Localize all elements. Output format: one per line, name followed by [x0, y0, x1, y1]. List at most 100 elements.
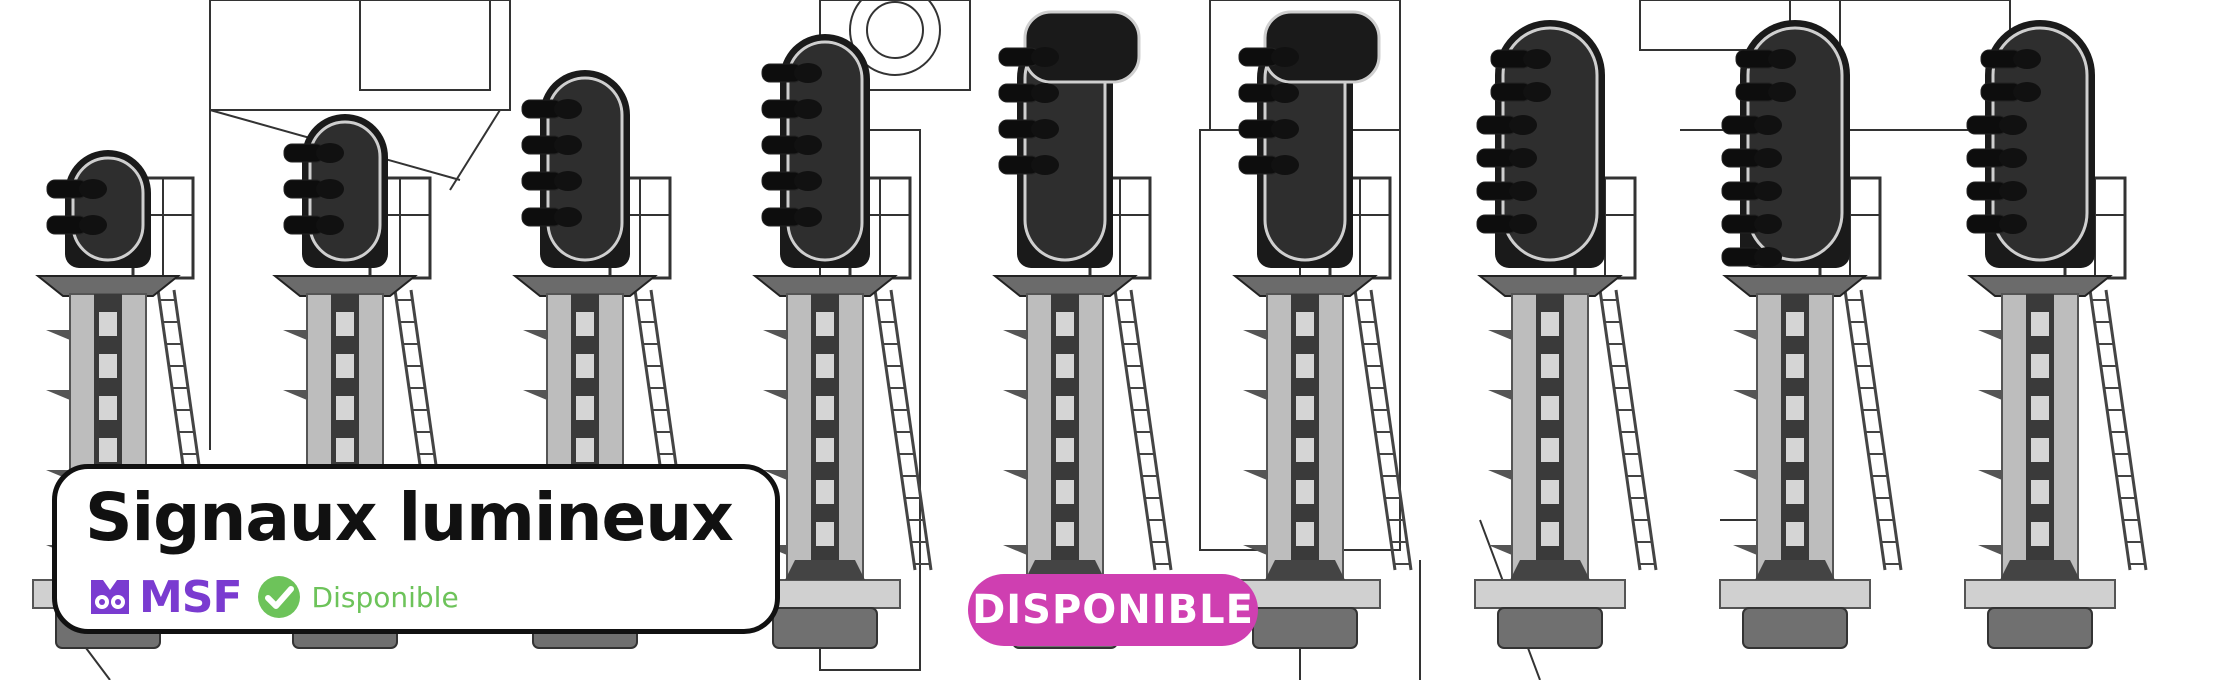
pillar-window [99, 312, 117, 336]
lamp [554, 207, 582, 227]
background-sketch-wheel [849, 0, 941, 76]
base-cylinder [772, 607, 878, 649]
bracket [1978, 545, 2002, 555]
bracket [46, 330, 70, 340]
lamp [794, 171, 822, 191]
pillar-window [1541, 438, 1559, 462]
brand-name: MSF [139, 571, 243, 623]
pillar-window [576, 396, 594, 420]
pillar-window [1786, 480, 1804, 504]
bracket [1003, 545, 1027, 555]
platform [1722, 275, 1868, 297]
bracket [1488, 545, 1512, 555]
pillar-window [336, 312, 354, 336]
pillar-window [1541, 354, 1559, 378]
lamp [794, 63, 822, 83]
bracket [1003, 390, 1027, 400]
pillar-window [1056, 312, 1074, 336]
status-label: Disponible [311, 580, 459, 614]
pillar-window [2031, 396, 2049, 420]
signal-plate [71, 156, 145, 262]
signal-mast [1229, 10, 1413, 649]
pillar-window [336, 438, 354, 462]
base-slab [1964, 579, 2116, 609]
lamp [794, 207, 822, 227]
bracket [283, 330, 307, 340]
check-circle-icon [257, 576, 300, 618]
pillar-window [336, 354, 354, 378]
pillar-window [1296, 354, 1314, 378]
signal-mast [989, 10, 1173, 649]
lamp [1271, 119, 1299, 139]
pillar-window [1056, 354, 1074, 378]
bracket [1978, 330, 2002, 340]
base-flange [2000, 560, 2080, 580]
pillar-window [1056, 480, 1074, 504]
base-slab [1474, 579, 1626, 609]
pillar-window [1541, 480, 1559, 504]
lamp [554, 171, 582, 191]
pillar-window [1786, 438, 1804, 462]
lamp [554, 99, 582, 119]
msf-logo-icon [91, 580, 129, 614]
pillar-window [336, 396, 354, 420]
bracket [763, 470, 787, 480]
platform [752, 275, 898, 297]
pillar-window [1786, 522, 1804, 546]
lamp [79, 179, 107, 199]
lamp [554, 135, 582, 155]
lamp [1754, 247, 1782, 267]
pillar-window [816, 522, 834, 546]
page-title: Signaux lumineux [85, 479, 734, 556]
background-sketch-wheel [866, 1, 924, 59]
lamp [2013, 82, 2041, 102]
platform [1967, 275, 2113, 297]
lamp [1999, 115, 2027, 135]
bracket [1733, 545, 1757, 555]
lamp [1754, 181, 1782, 201]
pillar-window [99, 396, 117, 420]
pillar-window [1786, 312, 1804, 336]
base-cylinder [1742, 607, 1848, 649]
base-slab [1719, 579, 1871, 609]
lamp [1754, 214, 1782, 234]
lamp [1754, 115, 1782, 135]
lamp [1768, 82, 1796, 102]
lamp [1999, 214, 2027, 234]
background-sketch-frame [359, 0, 491, 91]
lamp [316, 215, 344, 235]
signal-hook [1023, 10, 1141, 84]
signal-hook [1263, 10, 1381, 84]
lamp [794, 135, 822, 155]
available-badge: DISPONIBLE [968, 574, 1258, 646]
signal-mast [749, 34, 933, 649]
pillar-window [1296, 438, 1314, 462]
pillar-window [2031, 522, 2049, 546]
pillar-window [1296, 396, 1314, 420]
background-sketch-line [449, 109, 501, 191]
lamp [1271, 83, 1299, 103]
bracket [523, 330, 547, 340]
pillar-window [816, 354, 834, 378]
lamp [316, 143, 344, 163]
lamp [316, 179, 344, 199]
pillar-window [816, 312, 834, 336]
ladder-rail [1598, 289, 1642, 571]
pillar-window [99, 438, 117, 462]
lamp [2013, 49, 2041, 69]
pillar-window [1541, 522, 1559, 546]
ladder-rail [1614, 289, 1658, 571]
lamp [1523, 49, 1551, 69]
pillar-window [1056, 522, 1074, 546]
pillar-window [1056, 396, 1074, 420]
signal-mast [1719, 20, 1903, 649]
ladder-rail [1369, 289, 1413, 571]
lamp [1768, 49, 1796, 69]
pillar-window [1296, 480, 1314, 504]
bracket [283, 390, 307, 400]
lamp [794, 99, 822, 119]
bracket [1733, 330, 1757, 340]
ladder-rail [2088, 289, 2132, 571]
ladder-rail [1859, 289, 1903, 571]
platform [992, 275, 1138, 297]
